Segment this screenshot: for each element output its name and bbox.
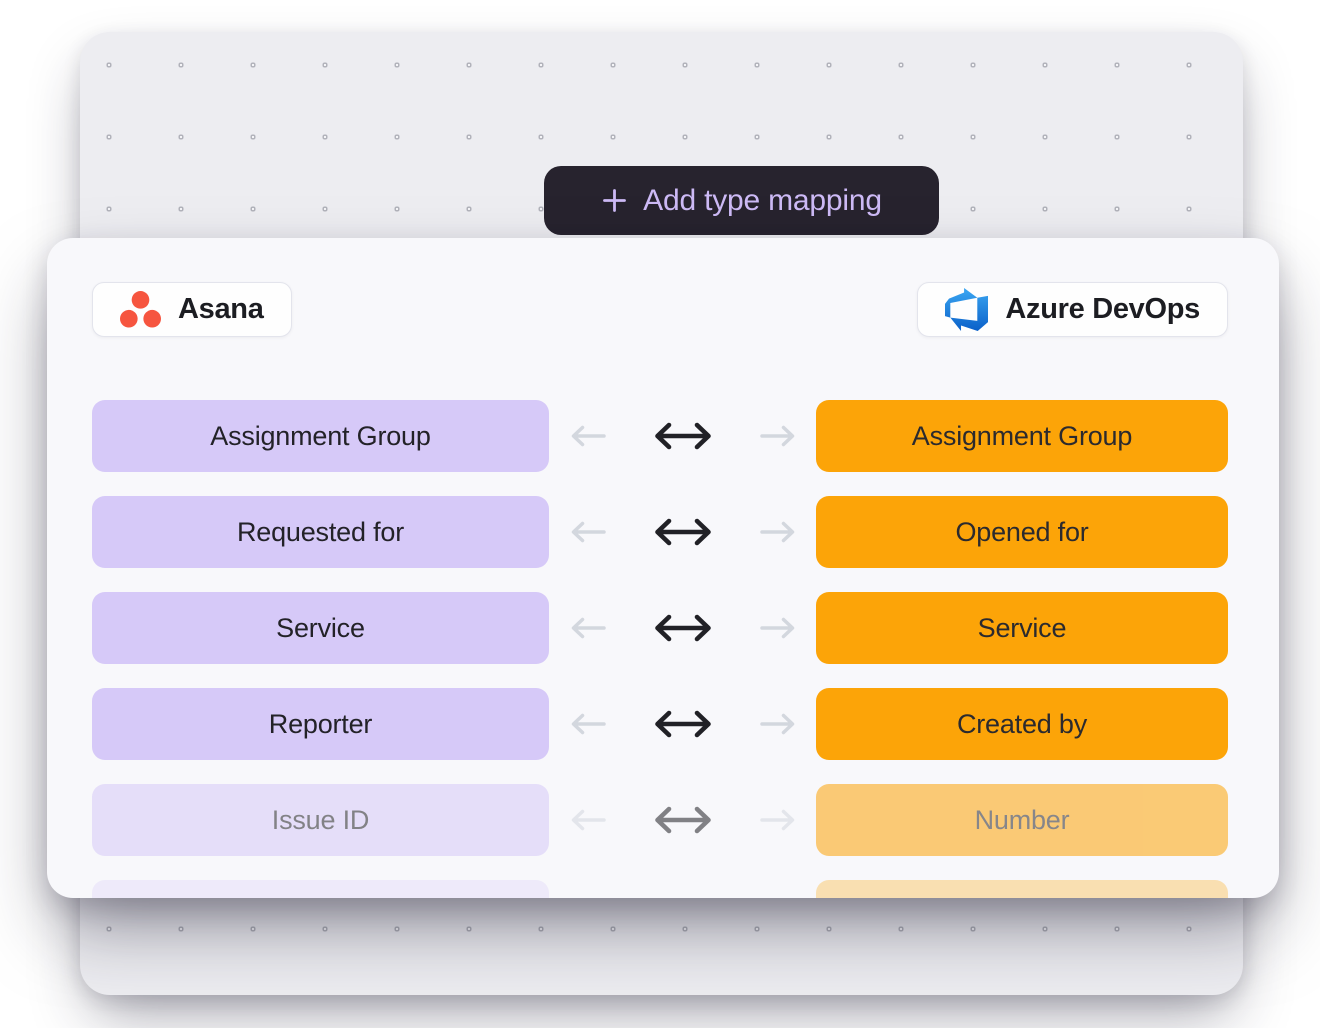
sync-direction-controls bbox=[549, 805, 816, 835]
source-field[interactable] bbox=[92, 880, 549, 898]
source-field[interactable]: Issue ID bbox=[92, 784, 549, 856]
arrow-both-icon[interactable] bbox=[650, 805, 716, 835]
mapping-row-service: Service Service bbox=[92, 592, 1228, 664]
arrow-both-icon[interactable] bbox=[650, 709, 716, 739]
mapping-row-partial bbox=[92, 880, 1228, 898]
arrow-both-icon[interactable] bbox=[650, 517, 716, 547]
arrow-left-icon[interactable] bbox=[568, 519, 608, 545]
source-field[interactable]: Assignment Group bbox=[92, 400, 549, 472]
source-app-name: Asana bbox=[178, 293, 264, 325]
asana-logo-icon bbox=[120, 291, 161, 328]
add-type-mapping-label: Add type mapping bbox=[643, 183, 882, 217]
target-field[interactable]: Assignment Group bbox=[816, 400, 1228, 472]
mapping-row-reporter: Reporter Created by bbox=[92, 688, 1228, 760]
target-field[interactable]: Service bbox=[816, 592, 1228, 664]
source-field[interactable]: Service bbox=[92, 592, 549, 664]
arrow-right-icon[interactable] bbox=[758, 615, 798, 641]
sync-direction-controls bbox=[549, 517, 816, 547]
target-field[interactable]: Created by bbox=[816, 688, 1228, 760]
arrow-right-icon[interactable] bbox=[758, 807, 798, 833]
arrow-right-icon[interactable] bbox=[758, 711, 798, 737]
mapping-row-assignment-group: Assignment Group Assignment Group bbox=[92, 400, 1228, 472]
mapping-row-requested-for: Requested for Opened for bbox=[92, 496, 1228, 568]
plus-icon bbox=[603, 189, 627, 212]
source-app-badge[interactable]: Asana bbox=[92, 282, 292, 337]
source-field[interactable]: Requested for bbox=[92, 496, 549, 568]
target-field[interactable] bbox=[816, 880, 1228, 898]
sync-direction-controls bbox=[549, 613, 816, 643]
add-type-mapping-button[interactable]: Add type mapping bbox=[544, 166, 939, 235]
arrow-right-icon[interactable] bbox=[758, 519, 798, 545]
source-field[interactable]: Reporter bbox=[92, 688, 549, 760]
arrow-left-icon[interactable] bbox=[568, 615, 608, 641]
arrow-left-icon[interactable] bbox=[568, 423, 608, 449]
mapping-row-issue-id: Issue ID Number bbox=[92, 784, 1228, 856]
arrow-both-icon[interactable] bbox=[650, 421, 716, 451]
arrow-left-icon[interactable] bbox=[568, 807, 608, 833]
azure-devops-logo-icon bbox=[945, 288, 989, 331]
arrow-both-icon[interactable] bbox=[650, 613, 716, 643]
type-mapping-card: Asana Azure DevOps bbox=[47, 238, 1279, 898]
sync-direction-controls bbox=[549, 709, 816, 739]
target-app-badge[interactable]: Azure DevOps bbox=[917, 282, 1228, 337]
target-app-name: Azure DevOps bbox=[1005, 293, 1200, 325]
mapping-rows: Assignment Group Assignment Group Reques… bbox=[47, 400, 1279, 898]
arrow-right-icon[interactable] bbox=[758, 423, 798, 449]
sync-direction-controls bbox=[549, 421, 816, 451]
card-header: Asana Azure DevOps bbox=[47, 238, 1279, 337]
target-field[interactable]: Opened for bbox=[816, 496, 1228, 568]
arrow-left-icon[interactable] bbox=[568, 711, 608, 737]
target-field[interactable]: Number bbox=[816, 784, 1228, 856]
